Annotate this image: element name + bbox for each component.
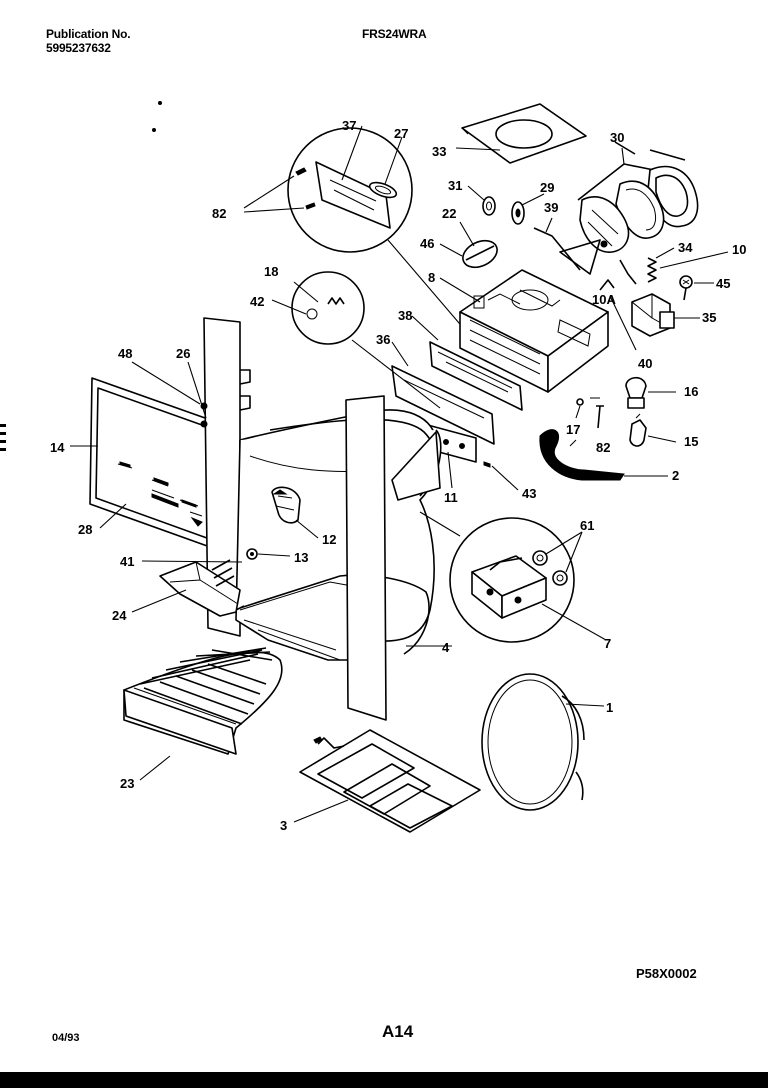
callout-16: 16 (684, 384, 698, 399)
callout-labels: 37 27 30 33 31 29 39 82 22 46 8 34 10 45… (50, 118, 746, 833)
heater-3 (293, 729, 481, 833)
callout-37: 37 (342, 118, 356, 133)
callout-31: 31 (448, 178, 462, 193)
diagram-code: P58X0002 (636, 966, 697, 981)
callout-26: 26 (176, 346, 190, 361)
flap-assembly (559, 141, 699, 285)
callout-43: 43 (522, 486, 536, 501)
scan-edge-mark (0, 432, 6, 435)
callout-7: 7 (604, 636, 611, 651)
footer-date: 04/93 (52, 1032, 80, 1044)
callout-12: 12 (322, 532, 336, 547)
light-assembly (539, 376, 677, 481)
callout-35: 35 (702, 310, 716, 325)
plates-38-36 (391, 315, 523, 445)
callout-8: 8 (428, 270, 435, 285)
callout-10: 10 (732, 242, 746, 257)
callout-11: 11 (444, 490, 458, 505)
model-number: FRS24WRA (362, 27, 427, 41)
callout-24: 24 (112, 608, 127, 623)
publication-number: 5995237632 (46, 41, 111, 55)
callout-23: 23 (120, 776, 134, 791)
dispenser-housing (439, 269, 609, 393)
dispenser-front-panel (70, 317, 251, 637)
callout-39: 39 (544, 200, 558, 215)
callout-28: 28 (78, 522, 92, 537)
actuator-assembly (131, 548, 291, 617)
callout-42: 42 (250, 294, 264, 309)
page-number: A14 (382, 1022, 414, 1041)
publication-label: Publication No. (46, 27, 131, 41)
callout-61: 61 (580, 518, 594, 533)
callout-13: 13 (294, 550, 308, 565)
lever-12 (271, 486, 319, 539)
callout-30: 30 (610, 130, 624, 145)
callout-14: 14 (50, 440, 65, 455)
callout-29: 29 (540, 180, 554, 195)
callout-34: 34 (678, 240, 693, 255)
callout-27: 27 (394, 126, 408, 141)
scan-edge-mark (0, 424, 6, 427)
callout-36: 36 (376, 332, 390, 347)
callout-22: 22 (442, 206, 456, 221)
callout-41: 41 (120, 554, 134, 569)
callout-4: 4 (442, 640, 450, 655)
callout-33: 33 (432, 144, 446, 159)
callout-40: 40 (638, 356, 652, 371)
callout-46: 46 (420, 236, 434, 251)
detail-circle-spring (271, 271, 441, 409)
callout-18: 18 (264, 264, 278, 279)
plate-33 (455, 103, 587, 164)
callout-38: 38 (398, 308, 412, 323)
detail-circle-switch (419, 511, 607, 643)
callout-10a: 10A (592, 292, 616, 307)
callout-48: 48 (118, 346, 132, 361)
small-parts-upper (439, 185, 581, 271)
callout-3: 3 (280, 818, 287, 833)
scan-footer-bar (0, 1072, 768, 1088)
callout-2: 2 (672, 468, 679, 483)
callout-15: 15 (684, 434, 698, 449)
scan-edge-mark (0, 440, 6, 443)
detail-circle-control-bracket (243, 125, 466, 331)
callout-82-top: 82 (212, 206, 226, 221)
solenoid-group (599, 247, 729, 351)
gasket-1 (481, 673, 605, 811)
scan-edge-mark (0, 448, 6, 451)
callout-17: 17 (566, 422, 580, 437)
callout-45: 45 (716, 276, 730, 291)
drip-tray (123, 647, 283, 781)
callout-82-mid: 82 (596, 440, 610, 455)
callout-1: 1 (606, 700, 613, 715)
